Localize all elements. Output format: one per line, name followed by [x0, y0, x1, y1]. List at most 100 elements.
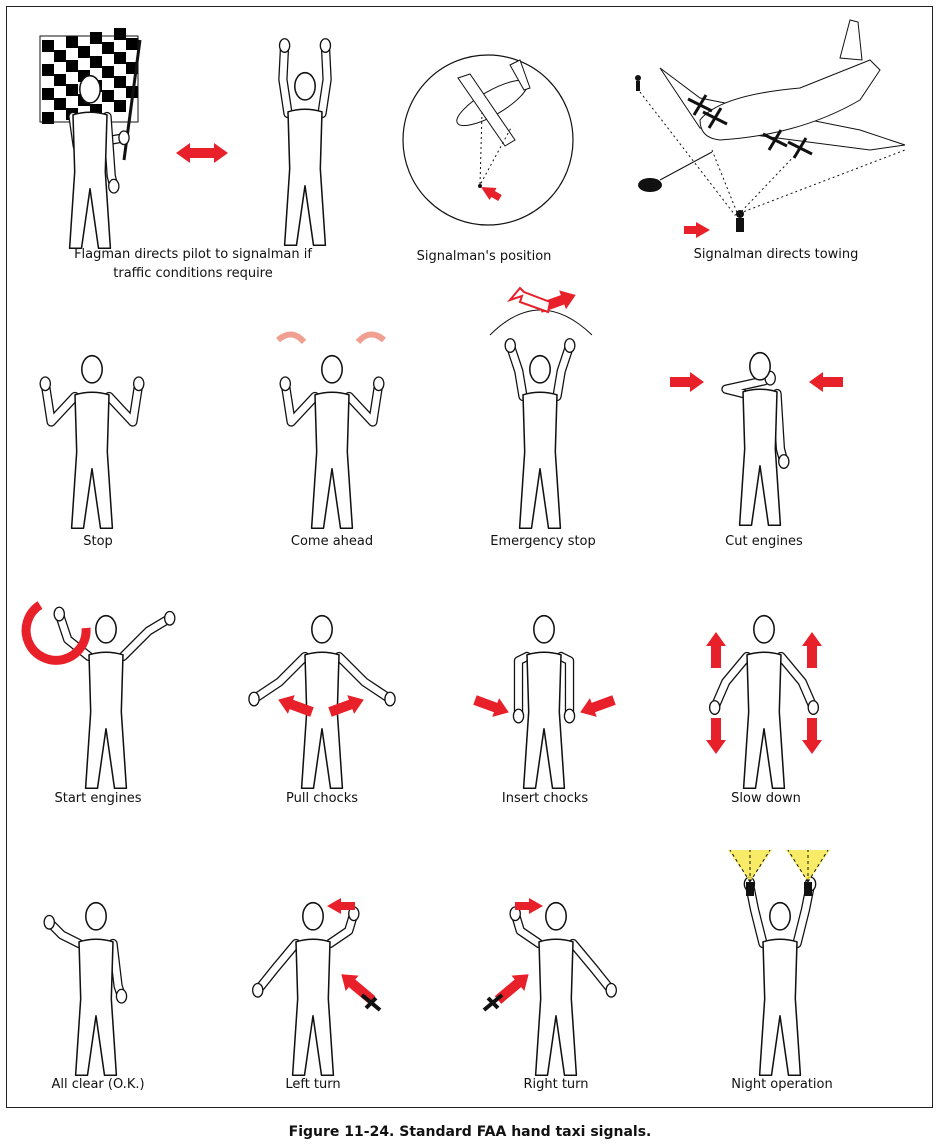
head: [302, 901, 324, 931]
arc-guide: [489, 309, 593, 336]
caption-start-engines: Start engines: [54, 791, 141, 806]
caption-all-clear: All clear (O.K.): [51, 1077, 144, 1092]
cut-arrow-right: [670, 372, 704, 392]
right-turn-arrow: [494, 974, 529, 1004]
hand: [39, 376, 51, 392]
light-beam: [728, 850, 772, 882]
arm: [711, 653, 751, 711]
propeller: [792, 137, 808, 159]
hand: [108, 178, 120, 194]
arm: [281, 380, 319, 426]
aircraft-icon: [360, 993, 382, 1012]
hand: [708, 700, 721, 715]
cut-arrow-left: [809, 372, 843, 392]
flag-check: [42, 112, 54, 124]
insert-arrow-right: [473, 695, 509, 717]
wing-walker-body: [636, 81, 640, 91]
body: [742, 651, 786, 790]
body: [758, 938, 802, 1077]
arrow-shape: [802, 718, 822, 754]
head: [311, 614, 333, 644]
head: [533, 614, 555, 644]
pull-chocks-figure: [248, 614, 396, 790]
arm: [569, 940, 615, 994]
head: [769, 901, 791, 931]
aircraft-icon: [482, 993, 504, 1012]
arrow-shape: [278, 695, 314, 717]
arrow-shape: [494, 974, 529, 1004]
head: [753, 614, 775, 644]
hand: [115, 988, 128, 1004]
hand: [778, 454, 790, 469]
figure-caption: Figure 11-24. Standard FAA hand taxi sig…: [288, 1124, 652, 1140]
arm: [318, 42, 331, 117]
light-wand-icon: [746, 882, 754, 896]
propeller: [707, 107, 723, 129]
aircraft-fuselage: [699, 59, 881, 141]
pull-arrow-right: [328, 695, 364, 717]
sight-line: [711, 149, 801, 216]
flag-check: [90, 32, 102, 44]
night-operation-figure: [743, 876, 817, 1077]
left-turn-figure: [252, 901, 360, 1077]
flag-check: [114, 100, 126, 112]
hand: [384, 691, 396, 707]
beam-line: [749, 849, 771, 883]
plane-wing: [457, 73, 516, 147]
arrow-shape: [580, 695, 616, 717]
double-arrow: [176, 143, 228, 163]
flag-check: [90, 56, 102, 68]
caption-night-operation: Night operation: [731, 1077, 832, 1092]
slow-arrow-up-left: [706, 632, 726, 668]
arm: [515, 653, 531, 720]
hand: [605, 982, 617, 998]
towing-diagram: [635, 19, 906, 232]
arm: [335, 653, 394, 703]
caption-flagman-1: Flagman directs pilot to signalman if: [74, 247, 312, 262]
head: [294, 71, 316, 101]
flag-check: [78, 46, 90, 58]
arm: [119, 614, 174, 660]
insert-chocks-figure: [512, 614, 576, 790]
propeller: [767, 129, 783, 151]
hand: [564, 338, 576, 353]
arm: [279, 42, 292, 117]
arrow-shape: [809, 372, 843, 392]
caption-flagman-2: traffic conditions require: [113, 266, 273, 281]
start-engines-figure: [53, 606, 176, 790]
flag-check: [42, 88, 54, 100]
position-circle: [402, 54, 574, 226]
arrow-shape: [327, 898, 355, 914]
caption-position: Signalman's position: [417, 249, 552, 264]
position-arrow: [480, 187, 502, 202]
tow-bar: [659, 151, 713, 181]
position-diagram: [402, 54, 574, 226]
signalman-arms-up: [278, 38, 332, 247]
curved-arrow-right: [355, 331, 386, 345]
hand: [53, 606, 65, 622]
plane-tail: [509, 59, 531, 91]
caption-stop: Stop: [83, 534, 113, 549]
head: [545, 901, 567, 931]
caption-insert-chocks: Insert chocks: [502, 791, 588, 806]
hand: [118, 130, 130, 146]
flag-check: [102, 66, 114, 78]
body: [738, 388, 782, 527]
flag-check: [66, 60, 78, 72]
figure-frame: [6, 6, 933, 1108]
head: [85, 901, 107, 931]
body: [84, 651, 128, 790]
hand: [133, 376, 145, 392]
hand: [252, 982, 264, 998]
arm: [553, 342, 574, 400]
head: [95, 614, 117, 644]
arm: [777, 653, 817, 711]
caption-cut-engines: Cut engines: [725, 534, 803, 549]
aircraft-tail: [839, 19, 863, 61]
arm: [105, 380, 143, 426]
hand: [807, 700, 820, 715]
hand: [164, 610, 176, 626]
emergency-stop-figure: [504, 338, 576, 530]
hand: [373, 376, 385, 392]
